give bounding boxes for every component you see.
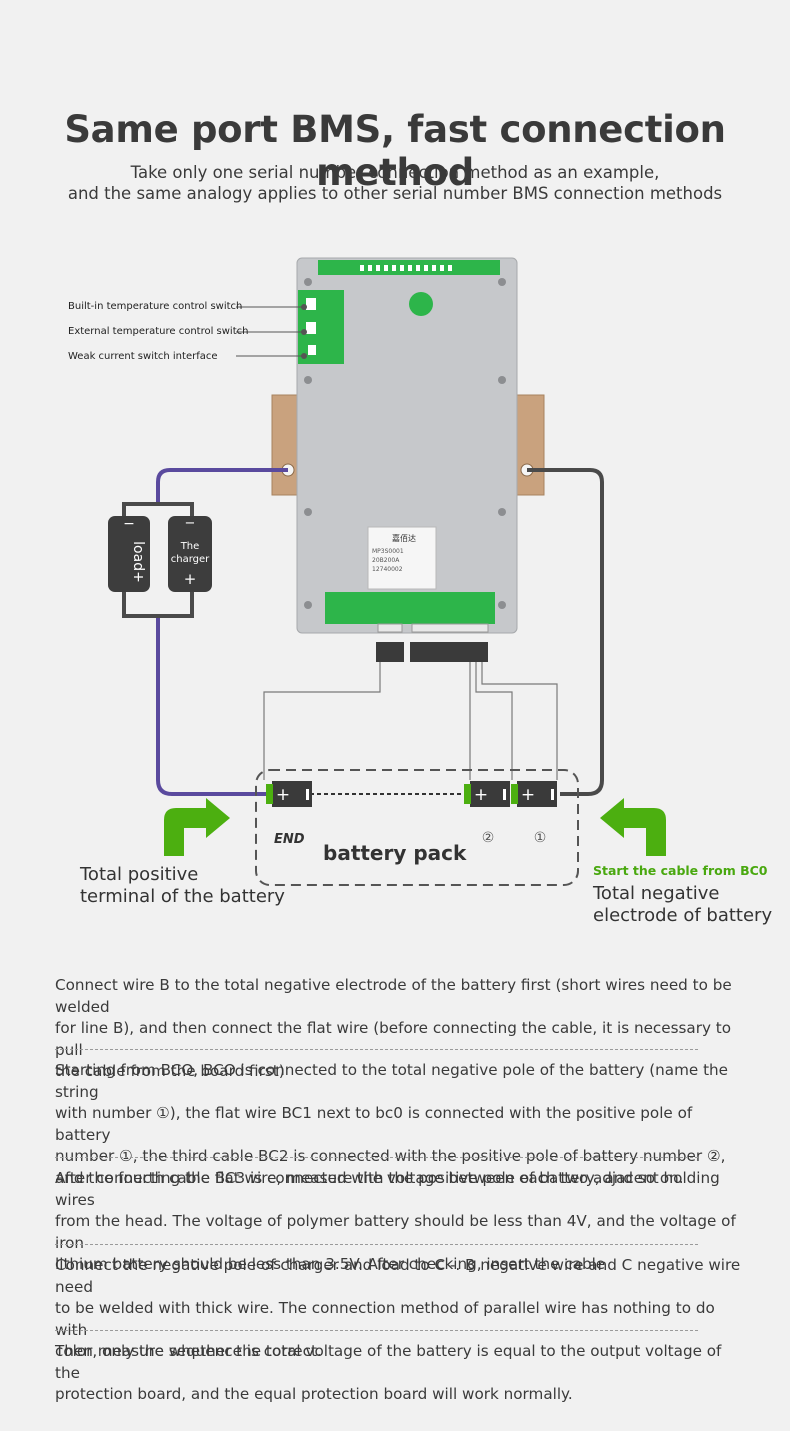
- battery-pack-label: battery pack: [323, 841, 467, 865]
- svg-text:+: +: [474, 785, 488, 805]
- board-model-label: MP3S0001: [372, 548, 404, 555]
- arrow-positive-icon: [164, 798, 230, 856]
- total-positive-line-1: Total positive: [79, 864, 198, 885]
- battery-cell-end: +: [266, 781, 312, 807]
- divider: [55, 1157, 698, 1158]
- instruction-paragraph-3: After connecting the flat wire, measure …: [55, 1169, 736, 1273]
- charger-minus-label: −: [185, 516, 196, 531]
- arrow-negative-icon: [600, 798, 666, 856]
- load-minus-label: −: [123, 516, 135, 532]
- svg-text:+: +: [521, 785, 535, 805]
- instruction-paragraph-1: Connect wire B to the total negative ele…: [55, 976, 732, 1080]
- charger-the-label: The: [180, 541, 200, 552]
- builtin-temp-switch-label: Built-in temperature control switch: [68, 301, 242, 312]
- start-cable-label: Start the cable from BC0: [593, 863, 768, 878]
- divider: [55, 1049, 698, 1050]
- cell-1-label: ①: [534, 830, 547, 846]
- total-negative-line-1: Total negative: [592, 883, 719, 904]
- bms-board: 嘉佰达 MP3S0001 20B200A 12740002: [271, 257, 545, 662]
- dark-wire: [527, 468, 604, 796]
- board-code-label: 12740002: [372, 566, 403, 573]
- purple-wire-bottom: [156, 616, 266, 796]
- battery-cell-1: +: [511, 781, 557, 807]
- page-title: Same port BMS, fast connection method: [64, 108, 726, 194]
- instruction-paragraph-2: Starting from BCO, BCO is connected to t…: [55, 1061, 728, 1187]
- divider: [55, 1330, 698, 1331]
- charger-block: − The charger +: [168, 516, 212, 592]
- battery-pack: + + + END battery pack ② ①: [255, 769, 579, 886]
- subtitle-line-1: Take only one serial number connection m…: [130, 163, 660, 182]
- svg-text:+: +: [276, 785, 290, 805]
- charger-word-label: charger: [171, 554, 210, 565]
- bms-wiring-diagram: 嘉佰达 MP3S0001 20B200A 12740002 Built-in t…: [68, 257, 772, 926]
- load-plus-label: load+: [130, 541, 146, 583]
- cell-2-label: ②: [482, 830, 495, 846]
- battery-cell-2: +: [464, 781, 510, 807]
- total-positive-line-2: terminal of the battery: [80, 886, 285, 907]
- instruction-paragraph-4: Connect the negative pole of charger and…: [55, 1256, 741, 1360]
- total-negative-line-2: electrode of battery: [593, 905, 772, 926]
- instruction-paragraph-5: Then measure whether the total voltage o…: [55, 1342, 722, 1403]
- board-spec-label: 20B200A: [372, 557, 400, 564]
- end-label: END: [274, 832, 305, 847]
- charger-plus-label: +: [184, 570, 197, 588]
- board-brand-label: 嘉佰达: [392, 533, 416, 543]
- divider: [55, 1244, 698, 1245]
- external-temp-switch-label: External temperature control switch: [68, 326, 248, 337]
- weak-current-interface-label: Weak current switch interface: [68, 351, 218, 362]
- purple-wire-top: [156, 468, 288, 504]
- subtitle-line-2: and the same analogy applies to other se…: [67, 184, 723, 203]
- load-block: − load+: [108, 516, 150, 592]
